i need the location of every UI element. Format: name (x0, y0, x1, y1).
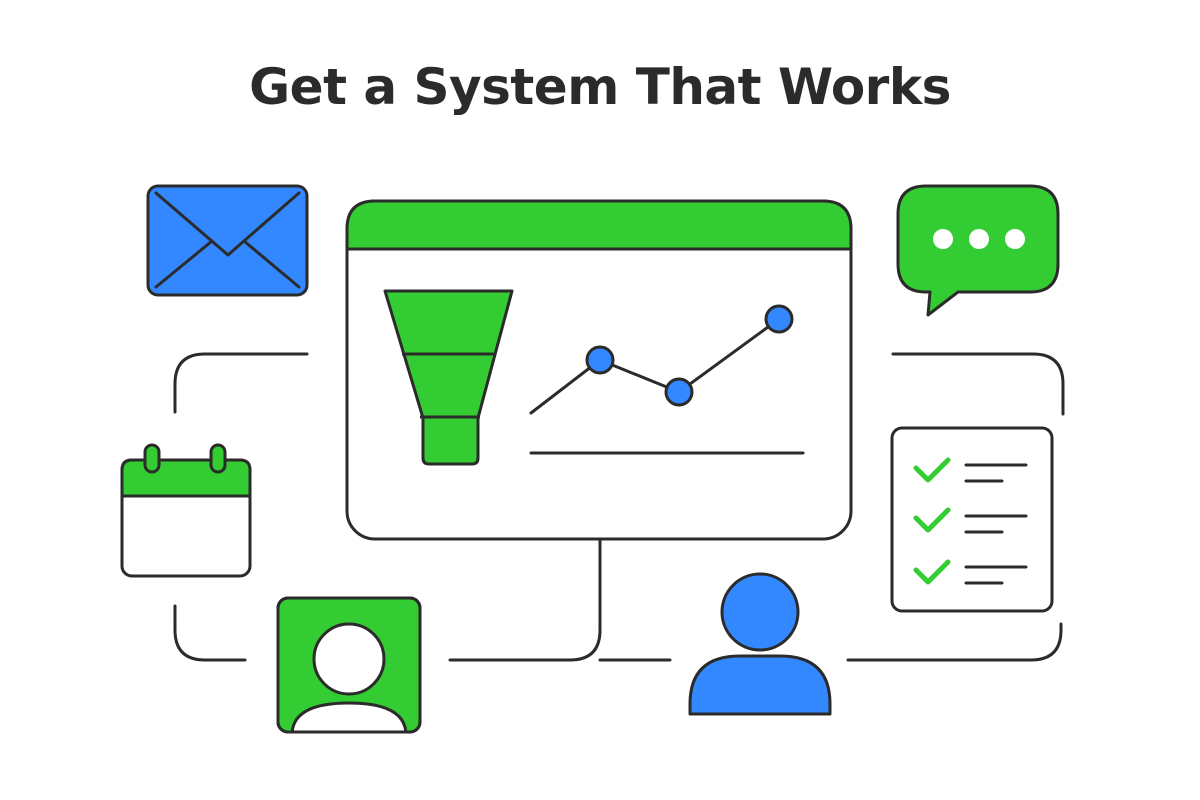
line-chart-icon (529, 304, 805, 455)
typing-dot (1005, 229, 1025, 249)
chart-point (664, 377, 694, 407)
user-icon (688, 572, 832, 716)
headline: Get a System That Works (249, 58, 951, 116)
calendar-icon (120, 443, 252, 578)
connector-lines (173, 352, 1065, 662)
checklist-icon (890, 426, 1054, 613)
connector-left-top (173, 352, 309, 414)
connector-left-bottom (173, 604, 247, 662)
chat-bubble-icon (896, 184, 1060, 317)
envelope-icon (146, 184, 309, 297)
monitor-stand (448, 538, 602, 662)
contact-card-icon (276, 596, 422, 734)
typing-dot (969, 229, 989, 249)
sales-funnel-icon (383, 289, 514, 466)
check-mark-icon (913, 559, 951, 585)
check-mark-icon (913, 457, 951, 483)
check-mark-icon (913, 507, 951, 533)
chart-point (585, 345, 615, 375)
connector-right-bottom (846, 622, 1063, 662)
typing-dot (933, 229, 953, 249)
chart-point (764, 304, 794, 334)
connector-right-top (891, 352, 1065, 416)
